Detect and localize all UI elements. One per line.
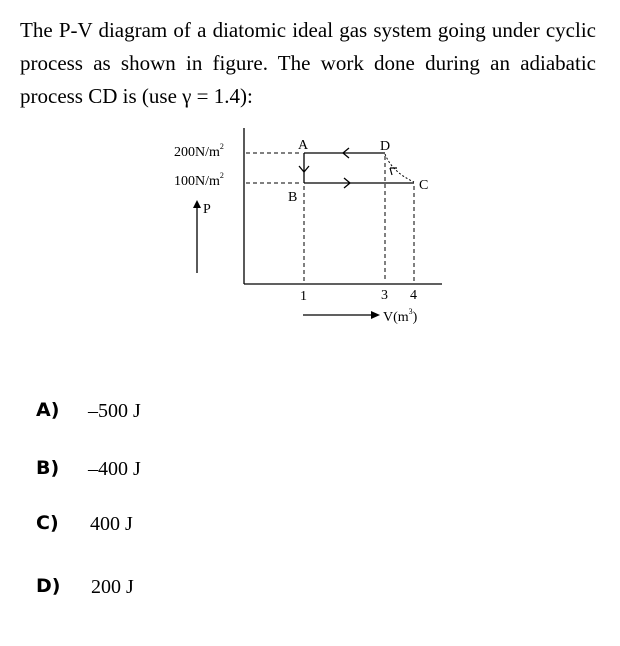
option-b-value: –400 J	[88, 458, 141, 480]
tick-label-1: 1	[300, 289, 307, 304]
option-d-value: 200 J	[91, 576, 134, 598]
pv-diagram: 200N/m2 100N/m2 A B C D P 1 3 4 V(m3)	[174, 128, 442, 325]
point-d-label: D	[380, 139, 390, 154]
option-a-value: –500 J	[88, 400, 141, 422]
tick-label-4: 4	[410, 288, 417, 303]
v-axis-label: V(m3)	[383, 307, 418, 325]
pressure-label-200: 200N/m2	[174, 142, 224, 160]
p-axis-label: P	[203, 202, 211, 217]
arrow-cd-up	[389, 167, 397, 176]
arrow-da-left	[341, 147, 350, 159]
tick-label-3: 3	[381, 288, 388, 303]
option-a-letter: A)	[36, 399, 60, 421]
point-b-label: B	[288, 190, 297, 205]
question-text: The P-V diagram of a diatomic ideal gas …	[20, 18, 596, 108]
arrow-ab-down	[298, 165, 310, 174]
pressure-label-100: 100N/m2	[174, 171, 224, 189]
option-c-letter: C)	[36, 512, 59, 534]
arrow-bc-right	[343, 177, 352, 189]
point-a-label: A	[298, 138, 309, 153]
point-c-label: C	[419, 178, 428, 193]
p-arrow-head	[193, 200, 201, 208]
option-c-value: 400 J	[90, 513, 133, 535]
option-b-letter: B)	[36, 457, 60, 479]
option-d-letter: D)	[36, 575, 61, 597]
v-arrow-head	[371, 311, 380, 319]
process-cd-adiabatic	[384, 153, 415, 183]
